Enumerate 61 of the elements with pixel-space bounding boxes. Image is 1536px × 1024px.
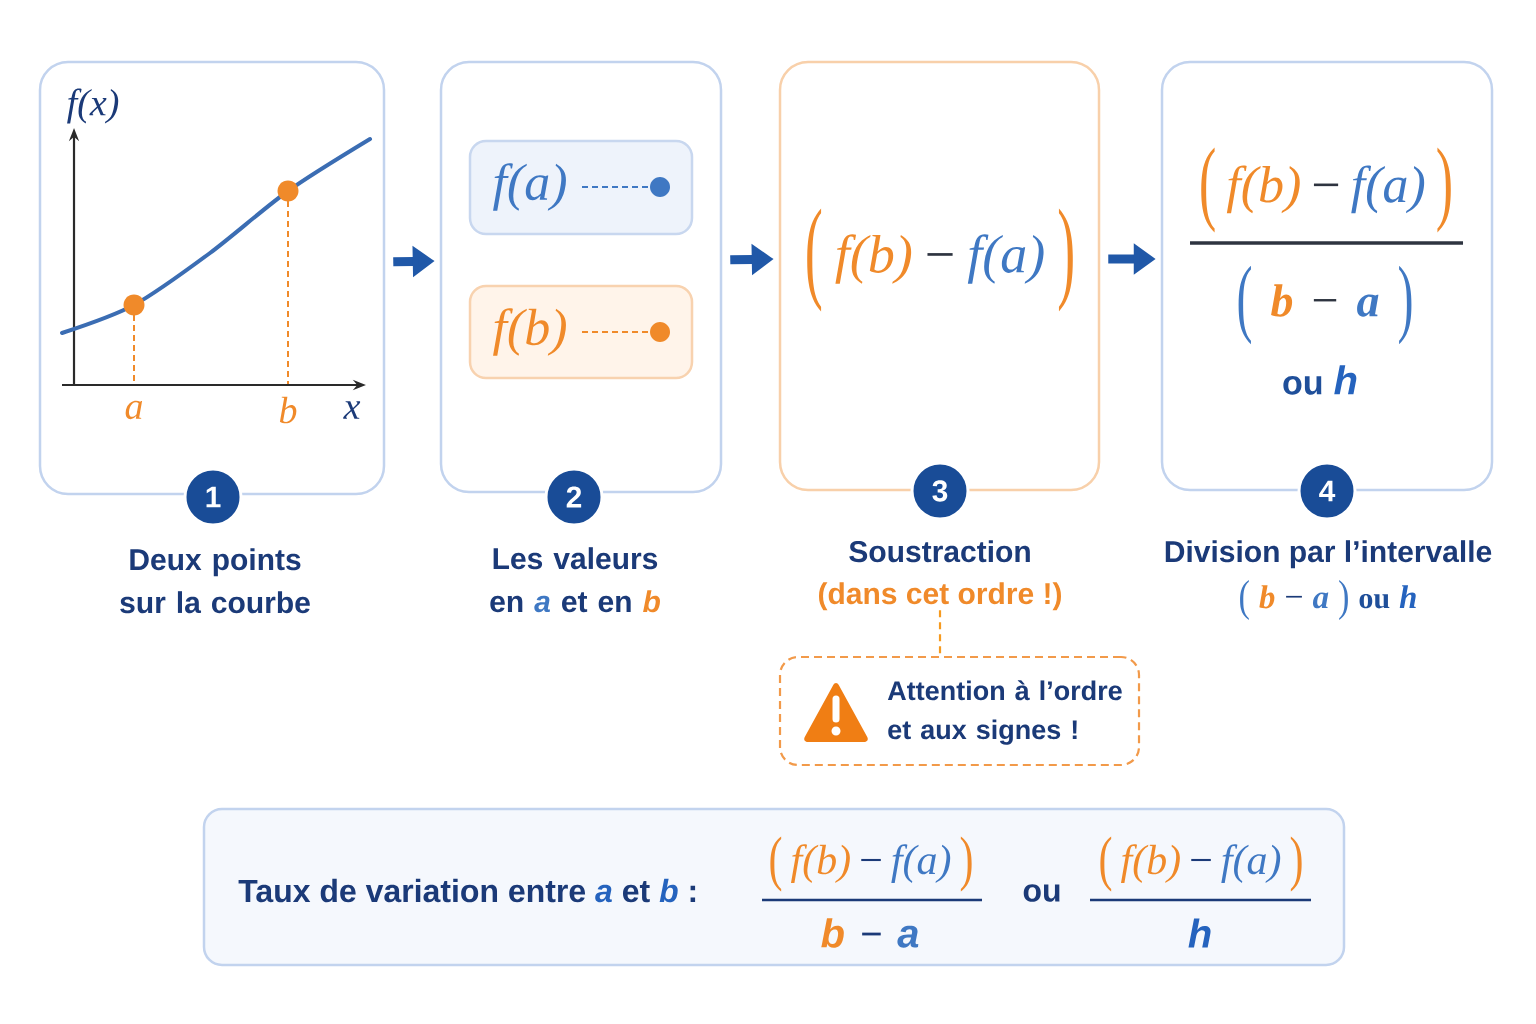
conjunction-word: ou — [1283, 376, 1322, 395]
function-value: f(b) — [1121, 844, 1180, 883]
function-value: f(b) — [835, 234, 912, 284]
conjunction-word: ou — [1359, 593, 1390, 609]
step-caption: Deux points sur la courbe — [120, 548, 310, 614]
minus-sign: − — [862, 932, 881, 936]
variable: b — [1259, 585, 1275, 609]
number-badge: 3 — [910, 461, 970, 521]
callout-box — [778, 655, 1141, 767]
variable: h — [1188, 918, 1211, 948]
parenthesis: ( — [1238, 265, 1251, 345]
parenthesis: ( — [1100, 836, 1112, 892]
point-label: b — [279, 396, 297, 424]
variable: a — [1312, 592, 1329, 609]
minus-sign: − — [927, 253, 953, 256]
value-box — [468, 284, 694, 380]
parenthesis: ) — [960, 836, 972, 892]
parenthesis: ) — [1058, 208, 1073, 312]
conjunction-word: ou — [1023, 884, 1060, 902]
value-box — [468, 139, 694, 236]
parenthesis: ( — [770, 836, 782, 892]
step-caption: Les valeurs en a et en b — [490, 547, 660, 613]
step-note: (dans cet ordre !) — [819, 582, 1061, 611]
parenthesis: ) — [1290, 836, 1302, 892]
definition-text: Taux de variation entre a et b : — [238, 878, 696, 903]
parenthesis: ) — [1399, 265, 1412, 345]
minus-sign: − — [1286, 595, 1302, 598]
point-label: a — [125, 400, 143, 420]
function-value: f(a) — [1351, 165, 1425, 214]
number-badge: 1 — [183, 467, 243, 527]
dashed-line — [938, 610, 942, 656]
axis-label: x — [343, 401, 361, 419]
function-value: f(a) — [891, 844, 951, 883]
parenthesis: ) — [1339, 579, 1348, 621]
step-caption: Division par l’intervalle — [1165, 540, 1492, 569]
variable: a — [897, 925, 919, 948]
parenthesis: ( — [1201, 147, 1215, 233]
variable: h — [1334, 365, 1357, 395]
minus-sign: − — [1313, 183, 1339, 187]
parenthesis: ( — [807, 208, 822, 312]
minus-sign: − — [1313, 299, 1337, 302]
minus-sign: − — [1191, 858, 1211, 862]
function-value: f(b) — [1226, 165, 1300, 214]
variable: a — [1357, 294, 1379, 317]
minus-sign: − — [861, 858, 881, 862]
axis-label: f(x) — [67, 88, 119, 124]
parenthesis: ) — [1437, 147, 1451, 233]
function-value: f(a) — [1221, 844, 1281, 883]
step-caption: Soustraction — [849, 540, 1030, 563]
function-value: f(b) — [791, 844, 850, 883]
warning-text: Attention à l’ordre et aux signes ! — [887, 680, 1122, 745]
number-badge: 2 — [544, 467, 604, 527]
function-value: f(b) — [493, 308, 566, 356]
formula-box — [202, 807, 1346, 967]
variable: h — [1399, 585, 1416, 609]
function-value: f(a) — [967, 234, 1044, 284]
parenthesis: ( — [1240, 579, 1249, 621]
variable: b — [821, 918, 844, 948]
function-value: f(a) — [493, 163, 566, 211]
variable: b — [1271, 284, 1293, 317]
number-badge: 4 — [1297, 461, 1357, 521]
